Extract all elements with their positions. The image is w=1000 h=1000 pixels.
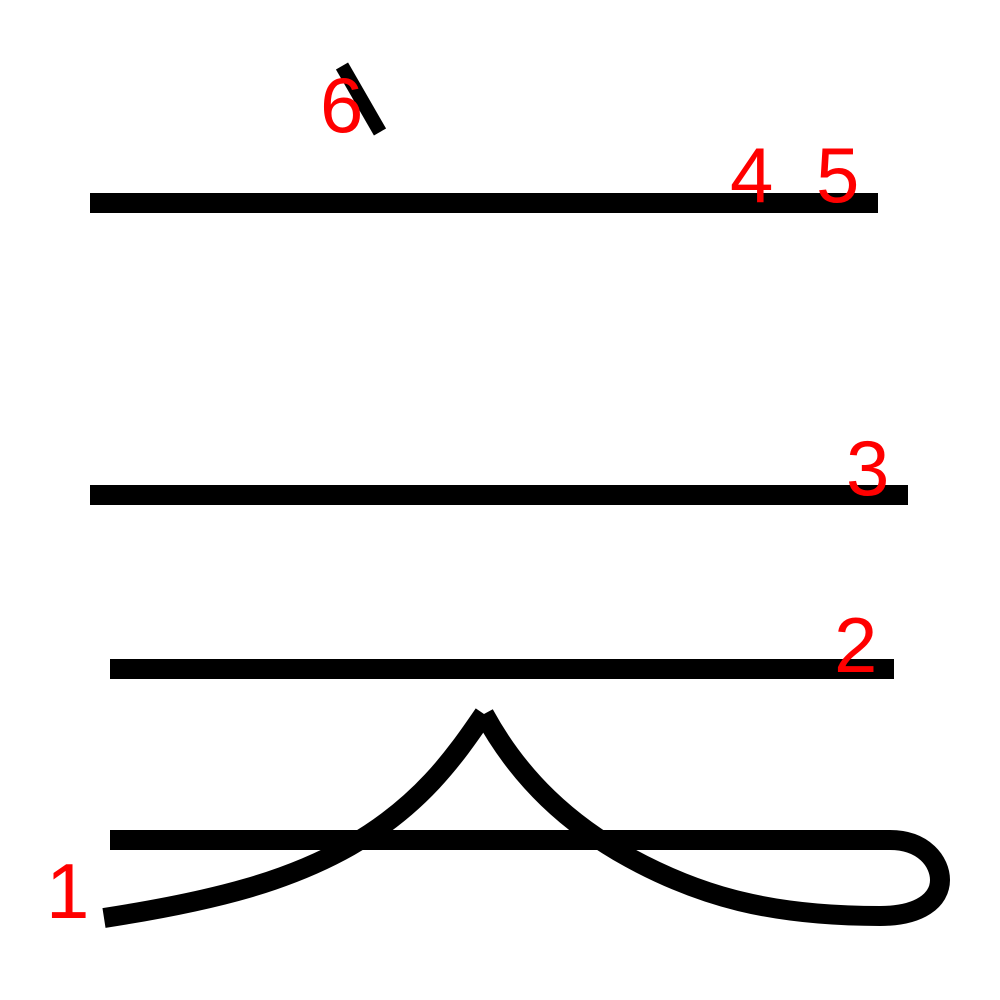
order-label-4: 4 — [730, 131, 773, 219]
stroke-bottom-left-sweep — [102, 708, 493, 928]
order-label-2: 2 — [834, 601, 877, 689]
order-label-6: 6 — [320, 61, 363, 149]
stroke-tick-top — [335, 62, 387, 136]
order-label-1: 1 — [46, 847, 89, 935]
order-label-3: 3 — [846, 424, 889, 512]
stroke-bottom-horizontal-loop — [110, 709, 950, 926]
order-label-5: 5 — [816, 131, 859, 219]
strokes-group — [90, 62, 950, 928]
order-labels-group: 1 2 3 4 5 6 — [46, 61, 889, 935]
